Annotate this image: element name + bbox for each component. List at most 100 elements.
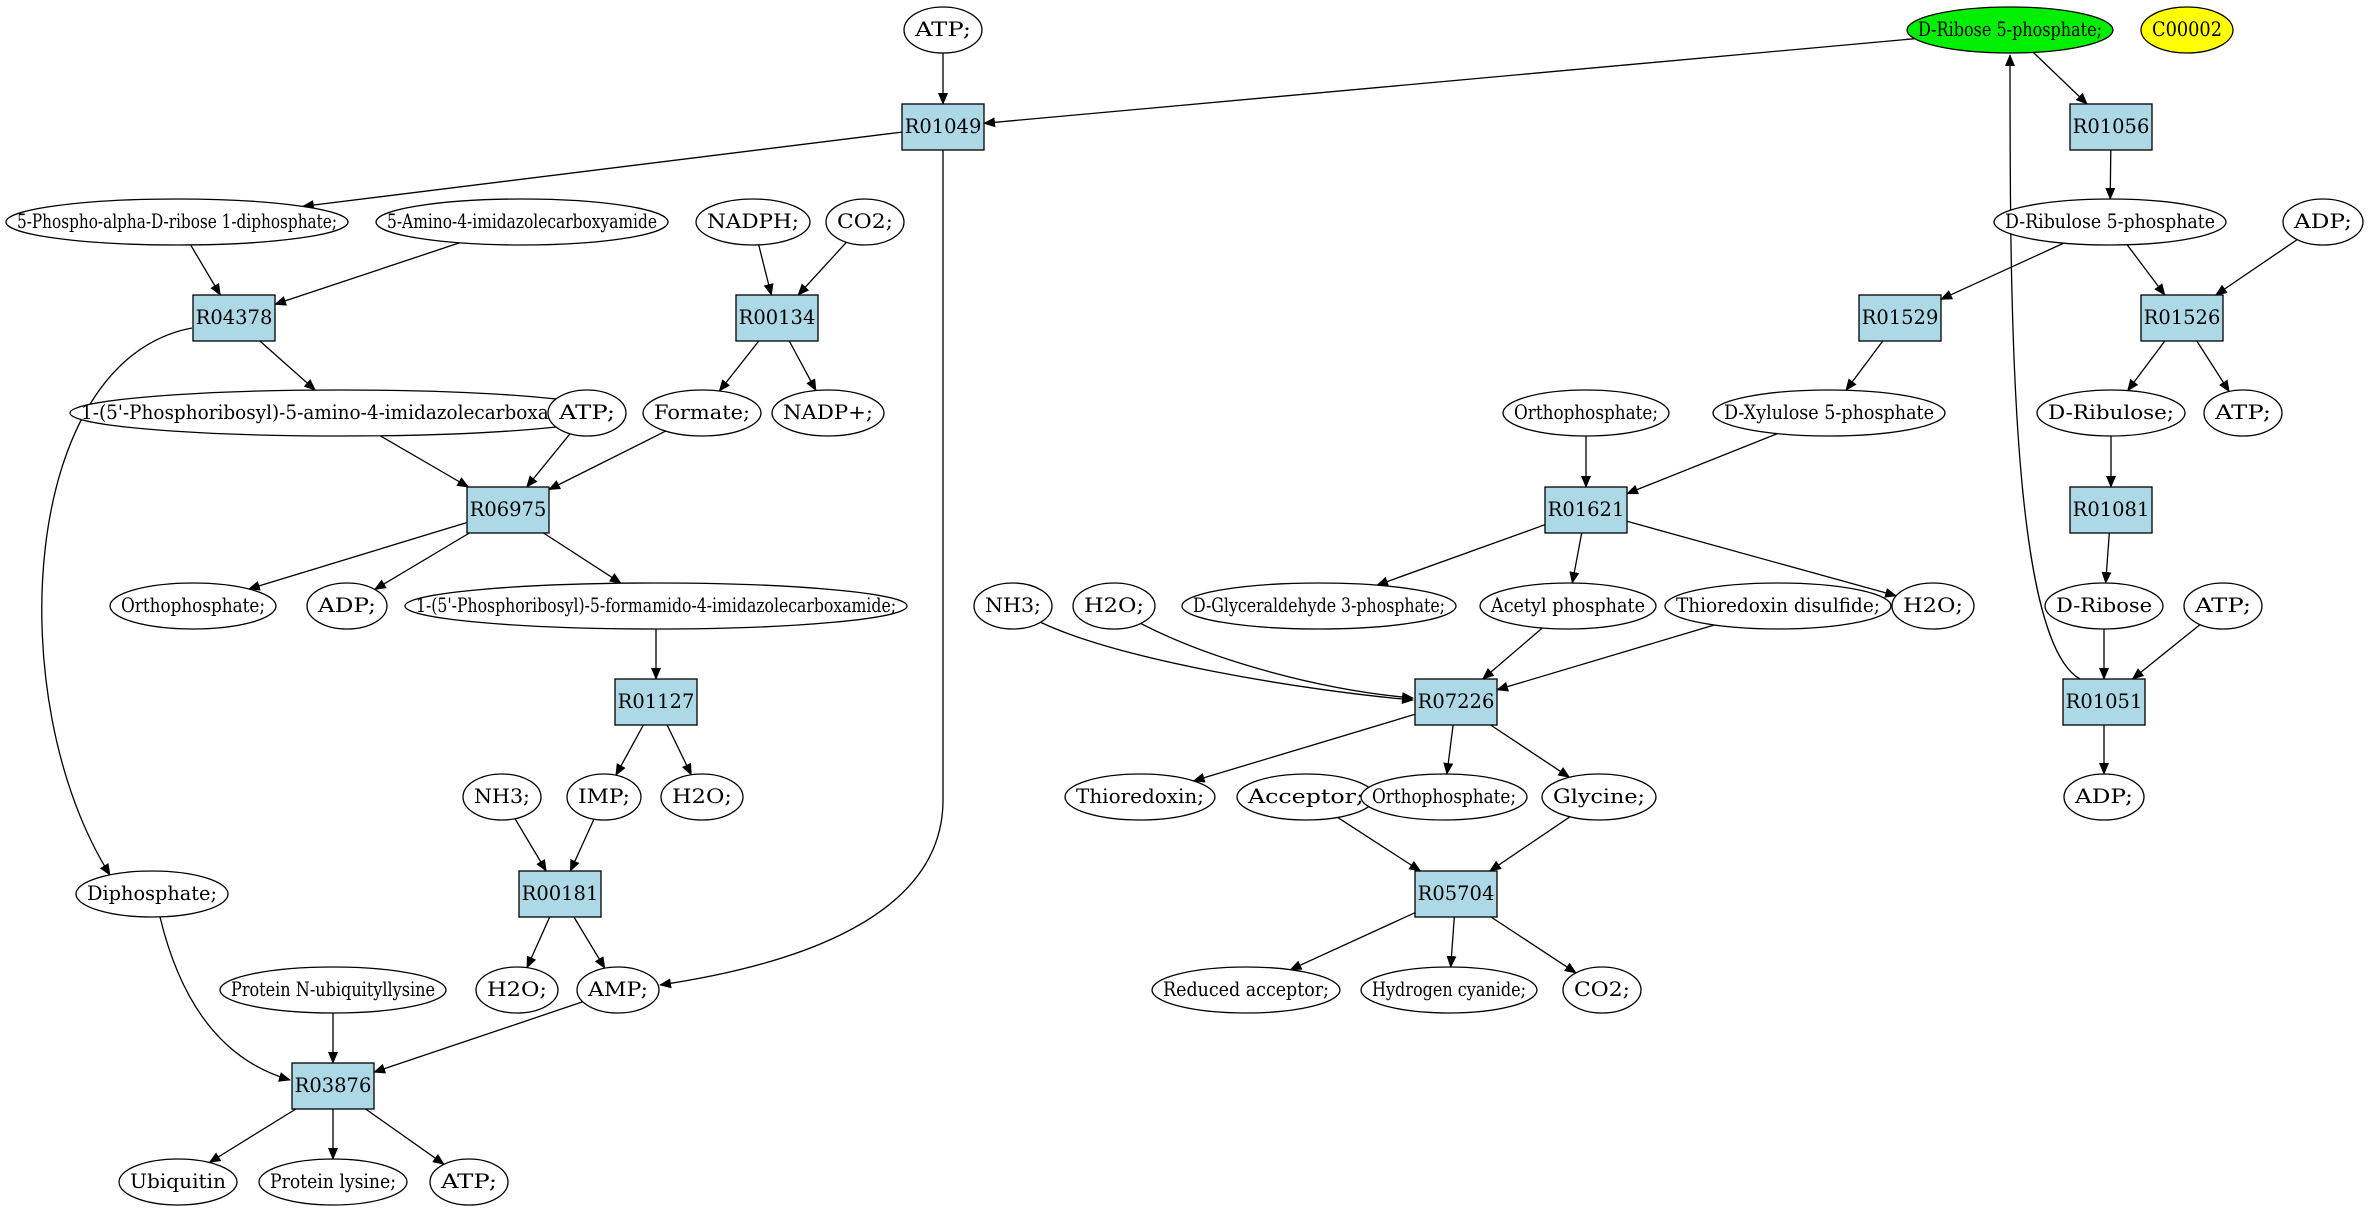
edge-c_xylulose5p-to-r_R01621 (1626, 432, 1778, 495)
compound-ellipse (1541, 773, 1657, 821)
compound-node-c_nadp[interactable]: NADP+; (771, 389, 885, 437)
compound-node-c_ribose[interactable]: D-Ribose (2044, 582, 2164, 630)
compound-ellipse (258, 1158, 408, 1206)
compound-node-c_h2o_d[interactable]: H2O; (475, 966, 559, 1014)
reaction-node-r_R01621[interactable]: R01621 (1544, 486, 1628, 534)
compound-node-c_atp_b[interactable]: ATP; (429, 1158, 509, 1206)
edge-r_R01529-to-c_xylulose5p (1845, 340, 1884, 392)
compound-node-c_adp_b[interactable]: ADP; (2063, 773, 2145, 821)
compound-node-c_h2o_b[interactable]: H2O; (1891, 582, 1975, 630)
reaction-node-r_R03876[interactable]: R03876 (291, 1062, 375, 1110)
edge-c_atp_r2-to-r_R01051 (2131, 624, 2201, 680)
compound-label: ADP; (2293, 210, 2352, 233)
compound-node-c_nh3_b[interactable]: NH3; (462, 773, 542, 821)
compound-node-c_thiodisulf[interactable]: Thioredoxin disulfide; (1664, 582, 1892, 630)
compound-node-c_co2_a[interactable]: CO2; (825, 198, 905, 246)
edge-c_ribulose5p-to-r_R01529 (1940, 242, 2065, 300)
compound-ellipse (660, 773, 744, 821)
reaction-label: R07226 (1418, 690, 1495, 713)
edge-r_R01127-to-c_imp (615, 724, 644, 777)
compound-node-c_nh3_a[interactable]: NH3; (973, 582, 1053, 630)
compound-node-c_amp[interactable]: AMP; (576, 966, 660, 1014)
compound-ellipse (2203, 389, 2283, 437)
compound-node-c_imp[interactable]: IMP; (566, 773, 642, 821)
compound-node-c_co2_b[interactable]: CO2; (1562, 966, 1642, 1014)
compound-node-c_nadph[interactable]: NADPH; (695, 198, 811, 246)
compound-label: ATP; (2214, 401, 2271, 424)
reaction-node-r_R00134[interactable]: R00134 (735, 294, 819, 342)
compound-node-c_acetylp[interactable]: Acetyl phosphate (1479, 582, 1657, 630)
compound-ellipse (1360, 773, 1528, 821)
compound-node-c_protubi[interactable]: Protein N-ubiquityllysine (219, 966, 447, 1014)
reaction-node-r_R04378[interactable]: R04378 (192, 294, 276, 342)
edge-r_R00134-to-c_formate (718, 340, 760, 392)
compound-node-c_ortho_b[interactable]: Orthophosphate; (1360, 773, 1528, 821)
compound-label: D-Ribose 5-phosphate; (1918, 18, 2102, 41)
compound-ellipse (375, 198, 669, 246)
compound-node-c_aicar[interactable]: 1-(5'-Phosphoribosyl)-5-amino-4-imidazol… (69, 389, 613, 437)
reaction-node-r_R01529[interactable]: R01529 (1858, 294, 1942, 342)
compound-label: D-Xylulose 5-phosphate (1724, 401, 1934, 424)
compound-node-c_glycine[interactable]: Glycine; (1541, 773, 1657, 821)
edge-r_R07226-to-c_thioredoxin (1192, 713, 1416, 783)
compound-label: Diphosphate; (87, 882, 217, 905)
compound-node-c_formate[interactable]: Formate; (642, 389, 762, 437)
reaction-box (1414, 678, 1498, 726)
compound-node-c_c00002[interactable]: C00002 (2140, 6, 2234, 54)
compound-ellipse (429, 1158, 509, 1206)
compound-node-c_rib5p[interactable]: D-Ribose 5-phosphate; (1906, 6, 2114, 54)
compound-node-c_ubiquitin[interactable]: Ubiquitin (118, 1158, 238, 1206)
reaction-label: R06975 (470, 498, 547, 521)
edge-c_thiodisulf-to-r_R07226 (1496, 624, 1715, 692)
compound-node-c_h2o_c[interactable]: H2O; (660, 773, 744, 821)
compound-node-c_adp_l[interactable]: ADP; (306, 582, 388, 630)
compound-label: NADPH; (707, 210, 799, 233)
edge-c_prpp-to-r_R04378 (190, 244, 221, 296)
compound-label: H2O; (1084, 594, 1144, 617)
reaction-node-r_R01049[interactable]: R01049 (901, 103, 985, 151)
reaction-node-r_R01056[interactable]: R01056 (2069, 103, 2153, 151)
reaction-node-r_R05704[interactable]: R05704 (1414, 870, 1498, 918)
edge-c_nh3_b-to-r_R00181 (514, 818, 547, 872)
compound-node-c_h2o_a[interactable]: H2O; (1072, 582, 1156, 630)
reaction-node-r_R01051[interactable]: R01051 (2062, 678, 2146, 726)
compound-node-c_adp_r[interactable]: ADP; (2282, 198, 2364, 246)
compound-node-c_redacc[interactable]: Reduced acceptor; (1151, 966, 1341, 1014)
compound-node-c_atp_r[interactable]: ATP; (2203, 389, 2283, 437)
reaction-node-r_R01526[interactable]: R01526 (2140, 294, 2224, 342)
edge-c_formate-to-r_R06975 (548, 430, 666, 491)
compound-node-c_diphosphate[interactable]: Diphosphate; (75, 870, 229, 918)
reaction-node-r_R00181[interactable]: R00181 (518, 870, 602, 918)
edge-r_R01081-to-c_ribose (2101, 532, 2112, 584)
reaction-box (518, 870, 602, 918)
compound-node-c_thioredoxin[interactable]: Thioredoxin; (1064, 773, 1216, 821)
compound-ellipse (1993, 198, 2227, 246)
reaction-node-r_R07226[interactable]: R07226 (1414, 678, 1498, 726)
compound-node-c_ribulose5p[interactable]: D-Ribulose 5-phosphate (1993, 198, 2227, 246)
compound-node-c_atp_mid[interactable]: ATP; (547, 389, 627, 437)
compound-node-c_aica[interactable]: 5-Amino-4-imidazolecarboxyamide (375, 198, 669, 246)
compound-node-c_protlys[interactable]: Protein lysine; (258, 1158, 408, 1206)
compound-node-c_atp_top[interactable]: ATP; (903, 6, 983, 54)
compound-node-c_xylulose5p[interactable]: D-Xylulose 5-phosphate (1712, 389, 1946, 437)
reaction-node-r_R06975[interactable]: R06975 (466, 486, 550, 534)
compound-node-c_prpp[interactable]: 5-Phospho-alpha-D-ribose 1-diphosphate; (5, 198, 349, 246)
compound-node-c_ribulose[interactable]: D-Ribulose; (2036, 389, 2186, 437)
compound-node-c_acceptor[interactable]: Acceptor; (1236, 773, 1376, 821)
compound-node-c_g3p[interactable]: D-Glyceraldehyde 3-phosphate; (1181, 582, 1457, 630)
compound-node-c_ortho_l[interactable]: Orthophosphate; (109, 582, 277, 630)
edge-r_R01526-to-c_atp_r (2196, 340, 2230, 393)
edge-c_diphosphate-to-r_R03876 (159, 916, 291, 1082)
compound-ellipse (566, 773, 642, 821)
compound-node-c_faicar[interactable]: 1-(5'-Phosphoribosyl)-5-formamido-4-imid… (404, 582, 908, 630)
compound-node-c_ortho_a[interactable]: Orthophosphate; (1502, 389, 1670, 437)
compound-label: H2O; (672, 785, 732, 808)
reaction-node-r_R01081[interactable]: R01081 (2069, 486, 2153, 534)
reaction-label: R01621 (1548, 498, 1625, 521)
edge-r_R04378-to-c_aicar (259, 340, 316, 391)
reaction-node-r_R01127[interactable]: R01127 (614, 678, 698, 726)
compound-node-c_hcn[interactable]: Hydrogen cyanide; (1360, 966, 1538, 1014)
compound-ellipse (1181, 582, 1457, 630)
compound-node-c_atp_r2[interactable]: ATP; (2183, 582, 2263, 630)
